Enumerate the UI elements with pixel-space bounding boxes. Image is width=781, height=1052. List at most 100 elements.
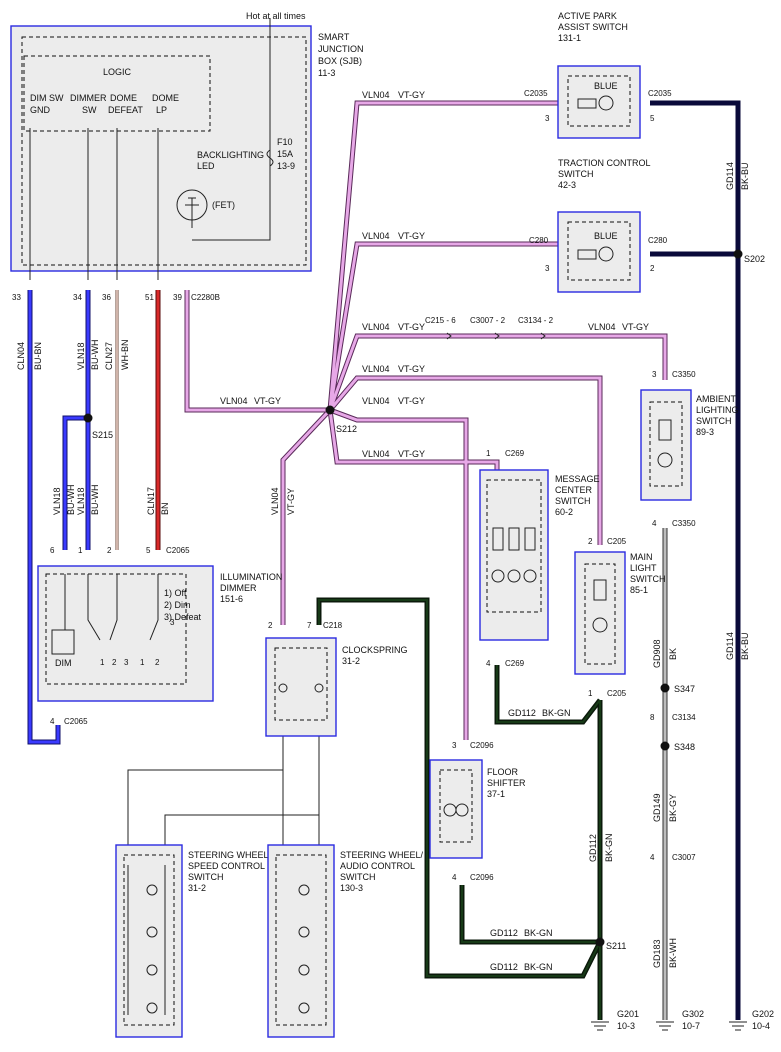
splice-s348	[660, 741, 670, 751]
svg-text:5: 5	[146, 546, 151, 555]
sjb-name-4: 11-3	[318, 68, 335, 78]
svg-text:VT-GY: VT-GY	[398, 90, 425, 100]
svg-text:GD114: GD114	[725, 632, 735, 660]
pin-8: 8	[650, 713, 655, 722]
svg-text:2: 2	[155, 658, 160, 667]
c3007-label: C3007 - 2	[470, 316, 506, 325]
svg-text:BK-BU: BK-BU	[740, 162, 750, 190]
svg-text:SWITCH: SWITCH	[630, 574, 666, 584]
svg-text:GD112: GD112	[588, 834, 598, 862]
svg-text:C2096: C2096	[470, 873, 494, 882]
svg-text:VT-GY: VT-GY	[398, 396, 425, 406]
svg-text:BU-WH: BU-WH	[66, 485, 76, 516]
svg-text:2: 2	[112, 658, 117, 667]
splice-s215	[83, 413, 93, 423]
svg-text:4: 4	[652, 519, 657, 528]
svg-text:1: 1	[100, 658, 105, 667]
svg-text:2: 2	[650, 264, 655, 273]
svg-text:3: 3	[124, 658, 129, 667]
svg-text:10-4: 10-4	[752, 1021, 770, 1031]
svg-text:C2035: C2035	[524, 89, 548, 98]
svg-text:C218: C218	[323, 621, 343, 630]
svg-text:VT-GY: VT-GY	[398, 449, 425, 459]
svg-text:3: 3	[545, 264, 550, 273]
svg-text:VLN04: VLN04	[362, 231, 390, 241]
dim-sw-label: DIM SW	[30, 93, 64, 103]
ground-g202: G202 10-4	[729, 1009, 774, 1031]
traction-control-switch: TRACTION CONTROL SWITCH 42-3 BLUE C280 C…	[529, 158, 668, 293]
svg-text:CLN27: CLN27	[104, 342, 114, 370]
svg-text:C269: C269	[505, 449, 525, 458]
svg-text:GD149: GD149	[652, 793, 662, 822]
svg-text:3: 3	[170, 618, 175, 627]
svg-text:BLUE: BLUE	[594, 81, 618, 91]
svg-text:CENTER: CENTER	[555, 485, 593, 495]
svg-text:4: 4	[50, 717, 55, 726]
svg-text:GD112: GD112	[508, 708, 536, 718]
svg-text:STEERING WHEEL/: STEERING WHEEL/	[188, 850, 272, 860]
dim-sw-gnd-label: GND	[30, 105, 51, 115]
sjb-pin-39: 39	[173, 293, 182, 302]
svg-text:VLN04: VLN04	[270, 487, 280, 515]
svg-text:1: 1	[588, 689, 593, 698]
svg-text:31-2: 31-2	[188, 883, 206, 893]
backlighting-label: BACKLIGHTING	[197, 150, 264, 160]
svg-text:C2035: C2035	[648, 89, 672, 98]
s347-label: S347	[674, 684, 695, 694]
svg-text:VLN04: VLN04	[362, 322, 390, 332]
floor-shifter: 3 C2096 FLOOR SHIFTER 37-1 4 C2096	[429, 741, 526, 882]
svg-text:BU-BN: BU-BN	[33, 342, 43, 370]
svg-text:G202: G202	[752, 1009, 774, 1019]
fuse-13-9: 13-9	[277, 161, 295, 171]
logic-label: LOGIC	[103, 67, 132, 77]
ground-g201: G201 10-3	[591, 1009, 639, 1031]
svg-text:2: 2	[107, 546, 112, 555]
svg-text:VLN18: VLN18	[52, 487, 62, 515]
svg-text:ACTIVE PARK: ACTIVE PARK	[558, 11, 617, 21]
svg-text:SWITCH: SWITCH	[188, 872, 224, 882]
pin-4-c3007: 4	[650, 853, 655, 862]
svg-text:VT-GY: VT-GY	[254, 396, 281, 406]
svg-text:VLN04: VLN04	[588, 322, 616, 332]
svg-text:GD112: GD112	[490, 928, 518, 938]
svg-text:5: 5	[650, 114, 655, 123]
sjb-connector: C2280B	[191, 293, 220, 302]
svg-text:FLOOR: FLOOR	[487, 767, 519, 777]
lp-label: LP	[156, 105, 167, 115]
sjb-pin-36: 36	[102, 293, 111, 302]
svg-text:BK-GY: BK-GY	[668, 794, 678, 822]
c3134b-label: C3134	[672, 713, 696, 722]
dome-lp-label: DOME	[152, 93, 179, 103]
svg-text:DIM: DIM	[55, 658, 72, 668]
svg-text:VLN04: VLN04	[362, 364, 390, 374]
svg-text:C269: C269	[505, 659, 525, 668]
sjb-pin-34: 34	[73, 293, 82, 302]
svg-text:89-3: 89-3	[696, 427, 714, 437]
svg-text:LIGHT: LIGHT	[630, 563, 657, 573]
svg-text:ASSIST SWITCH: ASSIST SWITCH	[558, 22, 628, 32]
svg-text:VLN04: VLN04	[220, 396, 248, 406]
svg-text:G201: G201	[617, 1009, 639, 1019]
svg-text:130-3: 130-3	[340, 883, 363, 893]
svg-text:2: 2	[268, 621, 273, 630]
svg-text:2: 2	[588, 537, 593, 546]
splice-s211	[595, 937, 605, 947]
svg-text:STEERING WHEEL/: STEERING WHEEL/	[340, 850, 424, 860]
svg-text:37-1: 37-1	[487, 789, 505, 799]
svg-text:SWITCH: SWITCH	[696, 416, 732, 426]
gd114-wire	[650, 100, 741, 1020]
svg-text:C2065: C2065	[166, 546, 190, 555]
svg-text:G302: G302	[682, 1009, 704, 1019]
steering-wheel-audio-control: STEERING WHEEL/ AUDIO CONTROL SWITCH 130…	[267, 844, 424, 1038]
svg-text:1) Off: 1) Off	[164, 588, 187, 598]
svg-text:1: 1	[78, 546, 83, 555]
svg-text:BK-BU: BK-BU	[740, 632, 750, 660]
svg-text:SPEED CONTROL: SPEED CONTROL	[188, 861, 265, 871]
dome-label: DOME	[110, 93, 137, 103]
main-light-switch: 2 C205 MAIN LIGHT SWITCH 85-1 1 C205	[574, 537, 666, 698]
svg-text:GD908: GD908	[652, 639, 662, 668]
svg-text:GD114: GD114	[725, 162, 735, 190]
sjb-name-2: JUNCTION	[318, 44, 364, 54]
svg-text:85-1: 85-1	[630, 585, 648, 595]
